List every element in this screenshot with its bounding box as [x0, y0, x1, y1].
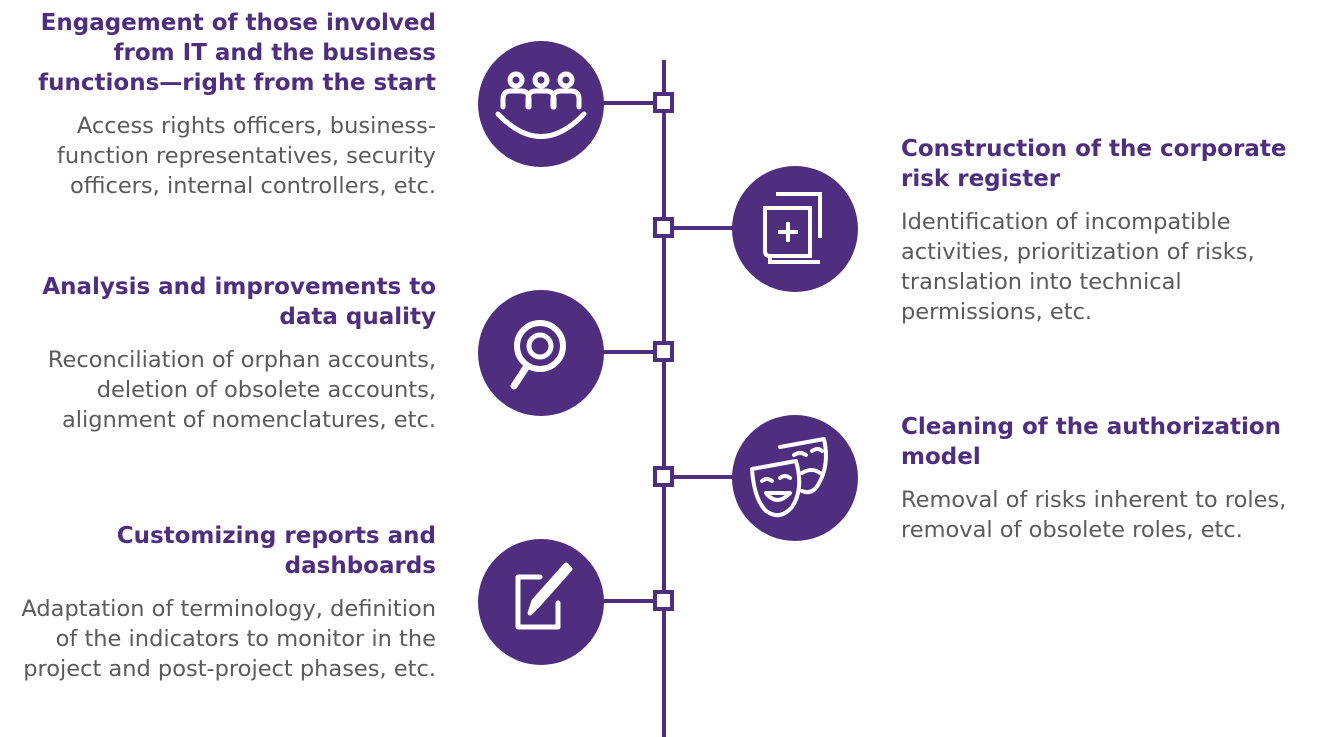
step-description: Removal of risks inherent to roles, remo…	[901, 487, 1287, 543]
step-title: Engagement of those involved from IT and…	[38, 10, 436, 96]
timeline-node	[653, 92, 674, 113]
timeline-node	[653, 341, 674, 362]
timeline-node	[653, 217, 674, 238]
step-description: Adaptation of terminology, definition of…	[21, 596, 436, 682]
timeline-line	[662, 60, 666, 737]
step-authorization-model: Cleaning of the authorization model Remo…	[901, 412, 1301, 545]
connector	[600, 599, 664, 603]
step-title: Construction of the corporate risk regis…	[901, 136, 1287, 192]
connector	[600, 101, 664, 105]
people-smile-icon	[495, 71, 587, 139]
step-engagement: Engagement of those involved from IT and…	[36, 8, 436, 201]
step-icon-circle	[478, 539, 604, 665]
step-description: Reconciliation of orphan accounts, delet…	[47, 347, 436, 433]
step-title: Analysis and improvements to data qualit…	[42, 274, 436, 330]
step-description: Access rights officers, business-functio…	[56, 113, 436, 199]
step-title: Customizing reports and dashboards	[116, 523, 436, 579]
step-icon-circle	[732, 415, 858, 541]
timeline-node	[653, 590, 674, 611]
step-icon-circle	[732, 166, 858, 292]
connector	[600, 350, 664, 354]
step-icon-circle	[478, 41, 604, 167]
step-data-quality: Analysis and improvements to data qualit…	[16, 272, 436, 435]
magnifier-icon	[510, 320, 566, 390]
timeline-node	[653, 466, 674, 487]
register-plus-icon	[763, 192, 822, 264]
connector	[664, 226, 736, 230]
step-reports-dashboards: Customizing reports and dashboards Adapt…	[16, 521, 436, 684]
step-title: Cleaning of the authorization model	[901, 414, 1282, 470]
theater-masks-icon	[750, 437, 828, 518]
edit-note-icon	[515, 562, 573, 630]
step-icon-circle	[478, 290, 604, 416]
connector	[664, 475, 736, 479]
step-description: Identification of incompatible activitie…	[901, 209, 1255, 325]
step-risk-register: Construction of the corporate risk regis…	[901, 134, 1301, 327]
